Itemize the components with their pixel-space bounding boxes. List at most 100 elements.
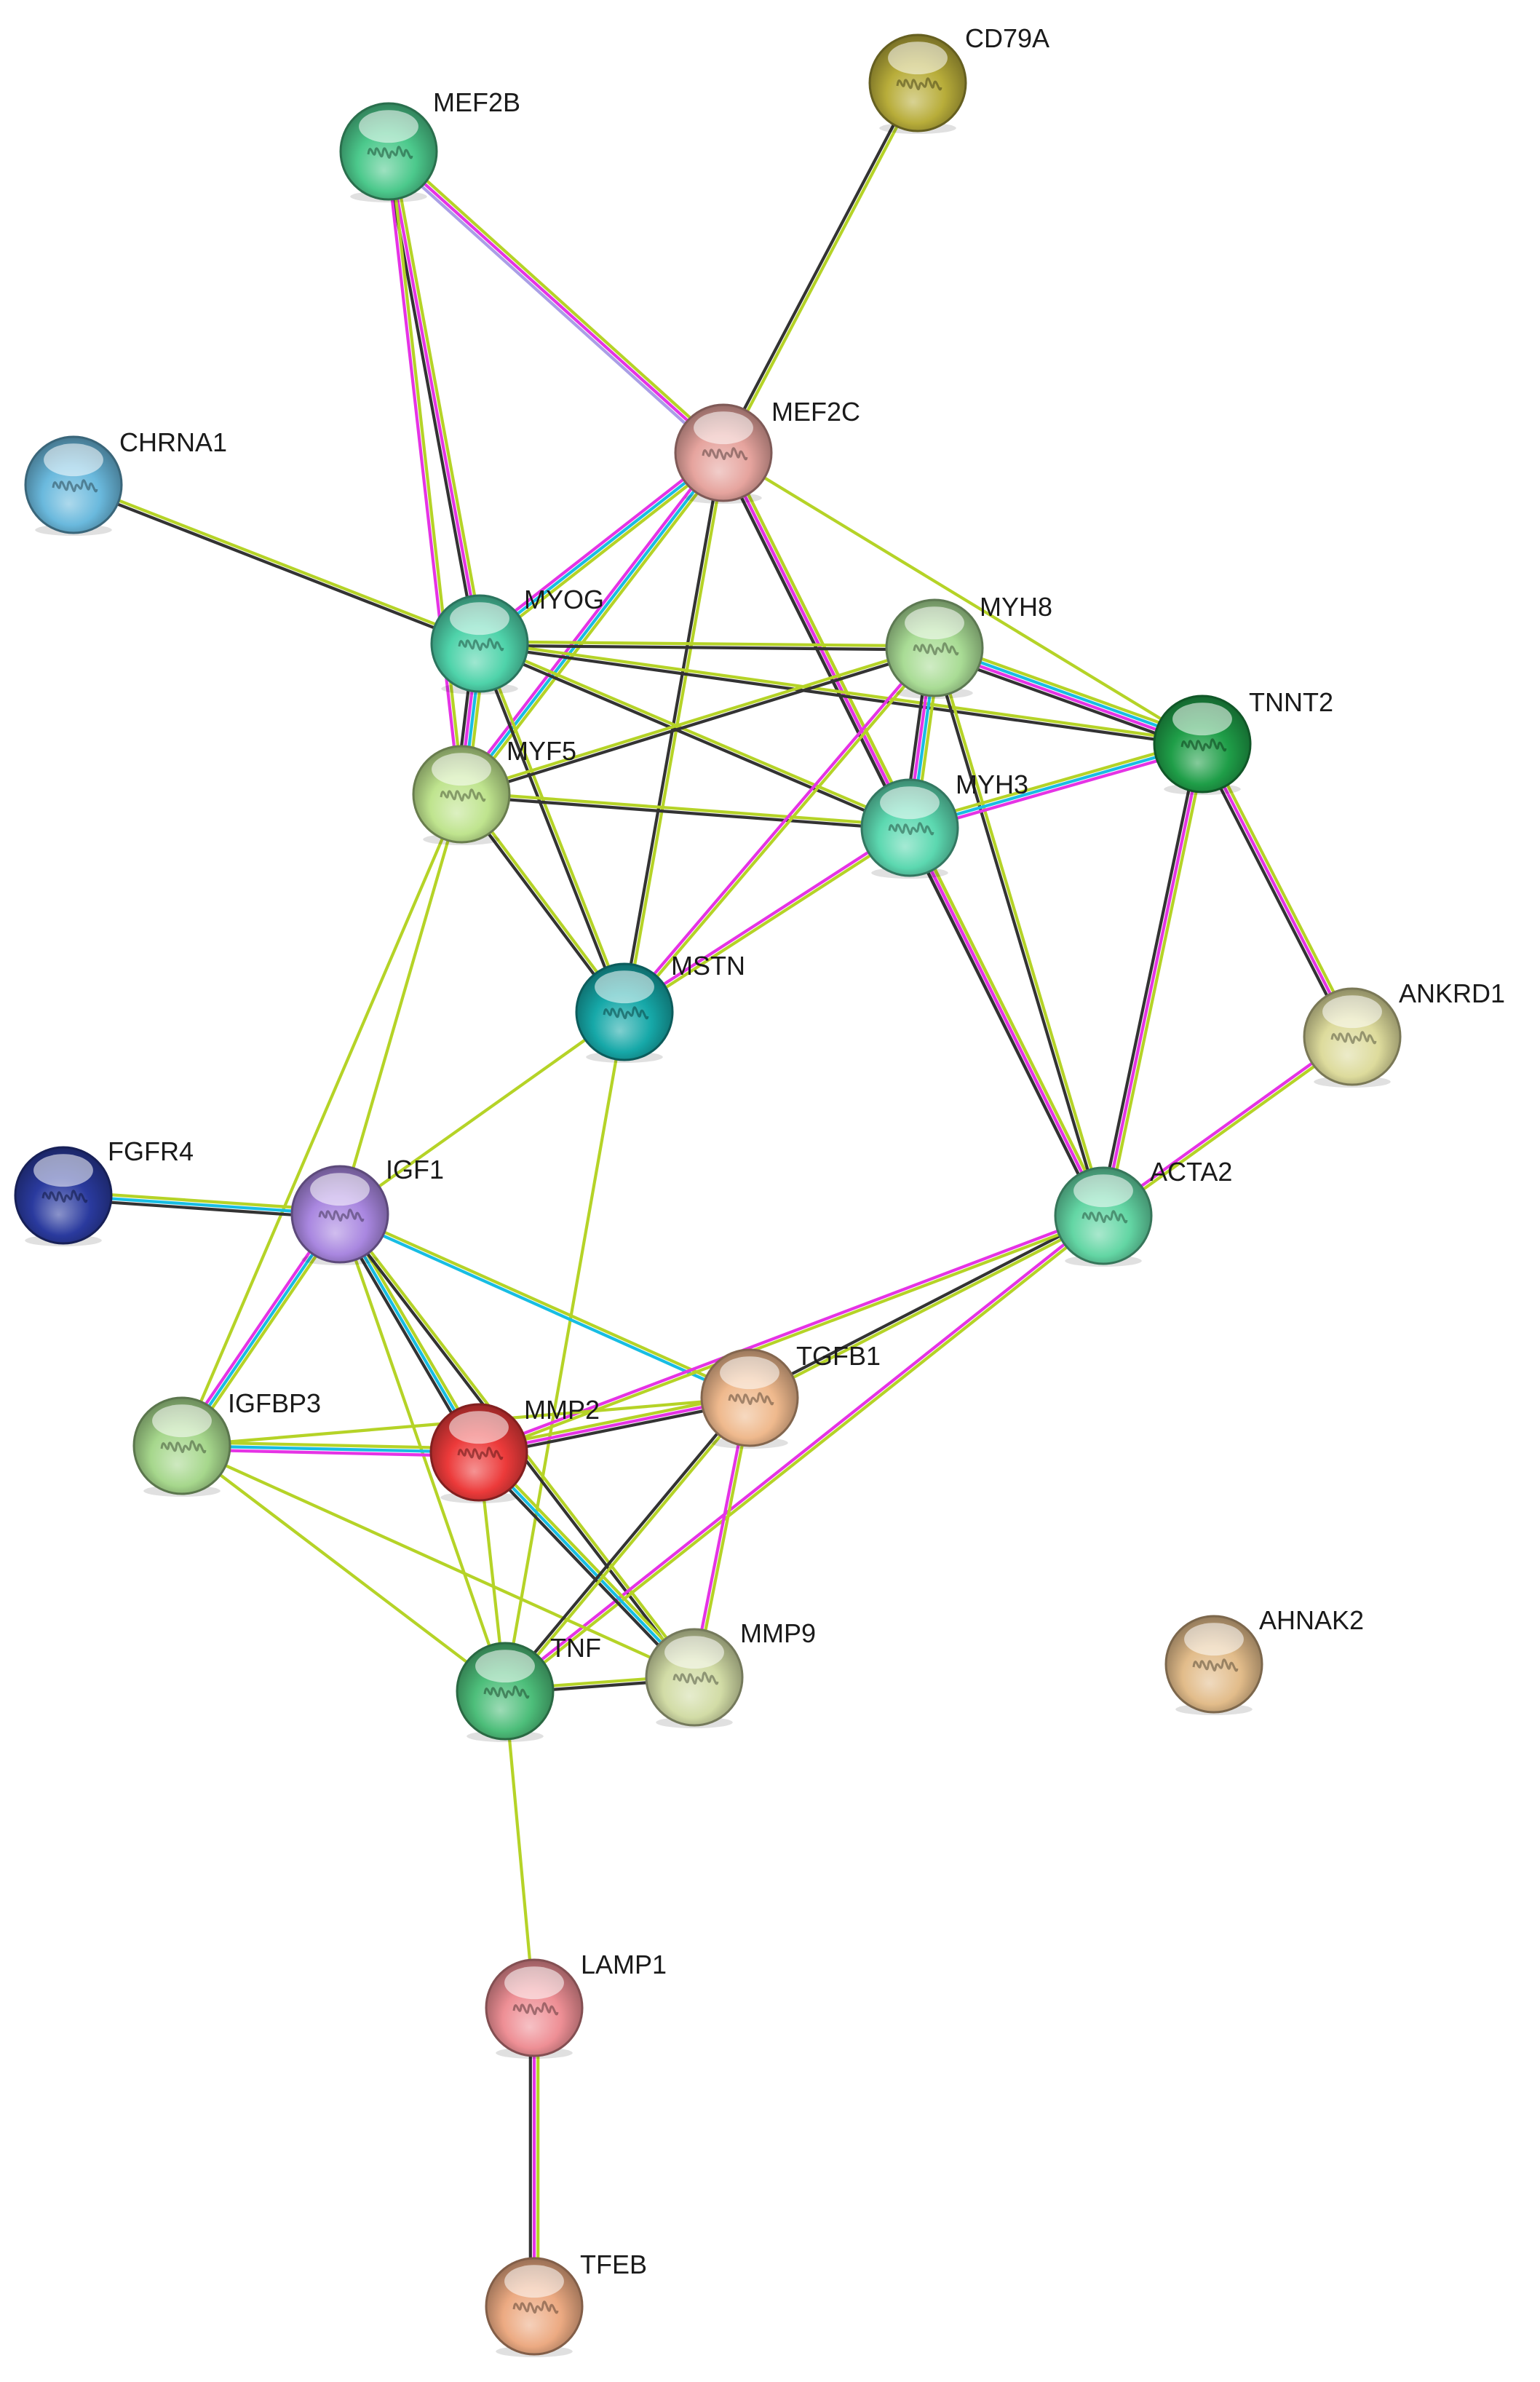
edge-strand-experimental: [621, 645, 935, 1013]
edge-strand-database: [477, 451, 726, 646]
edge-strand-coexpression: [71, 485, 481, 647]
node-mef2c[interactable]: MEF2C: [674, 397, 860, 504]
node-ahnak2[interactable]: AHNAK2: [1164, 1605, 1364, 1715]
node-highlight: [694, 411, 753, 445]
edge-strand-textmining: [723, 82, 921, 456]
protein-structure-icon: [440, 788, 486, 802]
edge-strand-textmining: [504, 1397, 753, 1694]
node-lamp1[interactable]: LAMP1: [485, 1950, 667, 2059]
protein-structure-icon: [672, 1671, 719, 1685]
protein-structure-icon: [458, 638, 504, 652]
edge-strand-textmining: [389, 147, 728, 452]
edge-strand-textmining: [624, 647, 938, 1015]
protein-structure-icon: [160, 1440, 207, 1454]
protein-structure-icon: [512, 2002, 559, 2016]
protein-structure-icon: [728, 1392, 774, 1406]
node-tnnt2[interactable]: TNNT2: [1153, 687, 1333, 795]
edge-strand-database: [459, 451, 726, 796]
node-mmp2[interactable]: MMP2: [429, 1395, 600, 1503]
protein-structure-icon: [483, 1685, 530, 1699]
node-highlight: [720, 1356, 779, 1390]
edge-strand-textmining: [460, 791, 912, 828]
protein-structure-icon: [52, 479, 98, 493]
edge-strand-textmining: [749, 1216, 1106, 1401]
edge-strand-textmining: [503, 1010, 627, 1693]
protein-structure-icon: [702, 447, 748, 461]
node-chrna1[interactable]: CHRNA1: [24, 427, 227, 536]
node-highlight: [450, 602, 509, 636]
node-mef2b[interactable]: MEF2B: [339, 87, 520, 202]
edge-strand-textmining: [934, 646, 1107, 1217]
node-cd79a[interactable]: CD79A: [868, 23, 1049, 134]
node-highlight: [475, 1650, 535, 1683]
node-ankrd1[interactable]: ANKRD1: [1303, 978, 1505, 1088]
node-igf1[interactable]: IGF1: [290, 1155, 444, 1265]
edge-strand-coexpression: [1098, 741, 1201, 1217]
edge-strand-database: [477, 1450, 696, 1679]
node-myh3[interactable]: MYH3: [860, 769, 1028, 879]
node-mmp9[interactable]: MMP9: [645, 1618, 816, 1728]
node-tnf[interactable]: TNF: [456, 1633, 601, 1742]
node-tfeb[interactable]: TFEB: [485, 2250, 647, 2357]
edges-layer: [61, 80, 1357, 2308]
edge-strand-coexpression: [459, 794, 911, 831]
edge-strand-coexpression: [501, 1395, 750, 1692]
edge-myf5-myh8: [459, 644, 937, 798]
node-label: ANKRD1: [1399, 978, 1505, 1008]
edge-strand-textmining: [1204, 740, 1357, 1037]
edge-strand-textmining: [1105, 743, 1208, 1219]
edge-strand-textmining: [624, 451, 727, 1014]
node-acta2[interactable]: ACTA2: [1054, 1157, 1232, 1267]
node-highlight: [359, 110, 418, 143]
protein-structure-icon: [913, 642, 959, 656]
node-highlight: [44, 443, 103, 477]
edge-strand-textmining: [624, 828, 913, 1016]
edge-strand-textmining: [338, 1010, 627, 1216]
node-label: TNF: [550, 1633, 601, 1663]
edge-cd79a-mef2c: [720, 80, 921, 456]
node-label: MYF5: [507, 736, 576, 766]
node-mstn[interactable]: MSTN: [575, 951, 745, 1063]
protein-structure-icon: [457, 1447, 504, 1460]
node-fgfr4[interactable]: FGFR4: [14, 1136, 194, 1246]
edge-strand-database: [337, 1214, 751, 1401]
node-myf5[interactable]: MYF5: [412, 736, 576, 845]
edge-strand-textmining: [480, 641, 628, 1013]
node-label: MMP2: [524, 1395, 600, 1425]
edge-strand-experimental: [908, 826, 1106, 1218]
node-highlight: [664, 1636, 724, 1669]
edge-strand-coexpression: [477, 644, 937, 652]
node-tgfb1[interactable]: TGFB1: [700, 1341, 881, 1449]
edge-tnnt2-acta2: [1098, 741, 1208, 1219]
edge-acta2-tnf: [502, 1212, 1106, 1695]
edge-strand-textmining: [503, 1689, 536, 2010]
edge-strand-experimental: [386, 149, 726, 455]
edge-strand-textmining: [1103, 1037, 1355, 1219]
node-highlight: [1322, 995, 1382, 1029]
edge-strand-textmining: [180, 792, 464, 1448]
edge-strand-textmining: [338, 1212, 507, 1693]
node-myog[interactable]: MYOG: [430, 585, 604, 695]
node-highlight: [33, 1154, 93, 1187]
node-highlight: [310, 1173, 370, 1206]
edge-strand-textmining: [721, 451, 1204, 746]
node-label: MEF2B: [433, 87, 520, 117]
node-label: TNNT2: [1249, 687, 1333, 717]
edge-strand-coexpression: [931, 646, 1103, 1218]
node-label: FGFR4: [108, 1136, 194, 1166]
edge-strand-textmining: [391, 149, 485, 645]
node-highlight: [449, 1411, 509, 1444]
node-igfbp3[interactable]: IGFBP3: [132, 1388, 321, 1497]
protein-structure-icon: [1330, 1031, 1377, 1045]
protein-structure-icon: [1192, 1658, 1239, 1672]
node-myh8[interactable]: MYH8: [885, 592, 1052, 699]
node-label: MYH8: [980, 592, 1052, 622]
edge-strand-textmining: [478, 640, 913, 828]
edge-mef2c-myog: [475, 448, 728, 649]
edge-strand-textmining: [180, 1444, 507, 1693]
edge-strand-textmining: [911, 824, 1108, 1216]
edge-igf1-tnf: [338, 1212, 507, 1693]
edge-strand-coexpression: [1197, 744, 1351, 1040]
edge-strand-coexpression: [476, 642, 624, 1015]
